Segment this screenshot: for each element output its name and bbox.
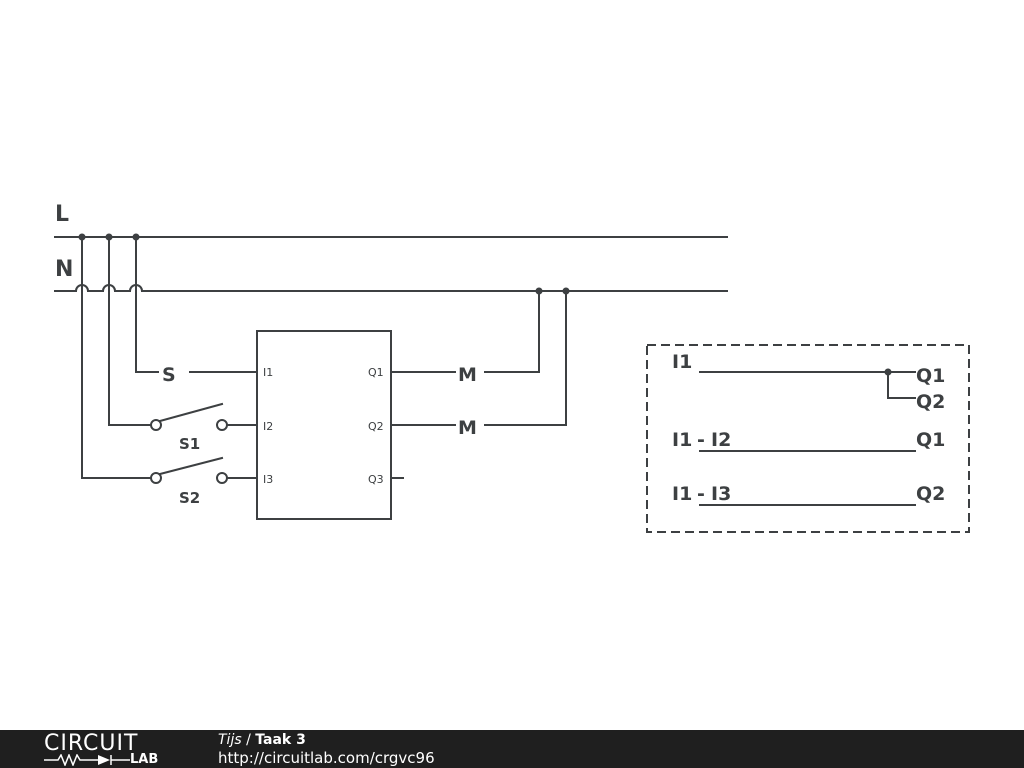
sensor-label: S xyxy=(162,364,176,386)
logic-row1-output-a: Q1 xyxy=(916,365,945,387)
logic-row1-branch xyxy=(887,371,916,399)
logic-box xyxy=(646,344,970,533)
logic-row1-output-b: Q2 xyxy=(916,391,945,413)
logic-row2-input-a: I1 xyxy=(672,429,692,451)
rail-l-label: L xyxy=(55,202,69,227)
switch-s2-label: S2 xyxy=(179,489,200,507)
rail-n-wire xyxy=(54,284,728,292)
circuit-meta: Tijs / Taak 3 http://circuitlab.com/crgv… xyxy=(218,731,435,767)
junction-dot xyxy=(562,287,570,295)
logic-row3-input-a: I1 xyxy=(672,483,692,505)
switch-s1-contact xyxy=(216,419,228,431)
logic-row1-input: I1 xyxy=(672,351,692,373)
switch-s2-lever xyxy=(158,456,224,476)
logic-module xyxy=(256,330,392,520)
motor-2-label: M xyxy=(458,417,477,439)
wire-motor-2-to-n xyxy=(484,290,567,426)
pin-q1-label: Q1 xyxy=(368,366,384,379)
wire-to-s2 xyxy=(81,236,151,479)
logic-row2-separator: - xyxy=(697,429,705,451)
switch-s1-label: S1 xyxy=(179,435,200,453)
junction-dot xyxy=(535,287,543,295)
logic-row3-output: Q2 xyxy=(916,483,945,505)
wire-to-s1 xyxy=(108,236,151,426)
wire-motor-1-to-n xyxy=(484,290,540,373)
logic-row3-input-b: I3 xyxy=(711,483,731,505)
pin-q2-label: Q2 xyxy=(368,420,384,433)
pin-q3-label: Q3 xyxy=(368,473,384,486)
logo-circuit-text: CIRCUIT xyxy=(44,731,139,756)
circuit-title[interactable]: Taak 3 xyxy=(255,732,306,748)
circuit-url[interactable]: http://circuitlab.com/crgvc96 xyxy=(218,749,435,767)
author-link[interactable]: Tijs xyxy=(218,732,242,748)
switch-s1-contact xyxy=(150,419,162,431)
logic-row2-output: Q1 xyxy=(916,429,945,451)
switch-s2-contact xyxy=(216,472,228,484)
resistor-diode-icon xyxy=(44,754,130,766)
wire-to-sensor xyxy=(135,236,159,373)
circuitlab-logo[interactable]: CIRCUIT LAB xyxy=(44,733,174,767)
footer-bar: CIRCUIT LAB Tijs / Taak 3 http://circuit… xyxy=(0,730,1024,768)
logic-row3-separator: - xyxy=(697,483,705,505)
pin-i1-label: I1 xyxy=(263,366,273,379)
logic-row2-input-b: I2 xyxy=(711,429,731,451)
schematic-canvas: L N S S1 S2 I1 I2 I3 Q1 Q2 Q3 M M I1 Q1 … xyxy=(54,202,970,533)
pin-i2-label: I2 xyxy=(263,420,273,433)
motor-1-label: M xyxy=(458,364,477,386)
logo-lab-text: LAB xyxy=(130,752,159,767)
switch-s1-lever xyxy=(158,402,224,423)
meta-separator: / xyxy=(241,732,256,748)
switch-s2-contact xyxy=(150,472,162,484)
pin-i3-label: I3 xyxy=(263,473,273,486)
rail-n-label: N xyxy=(55,257,73,282)
